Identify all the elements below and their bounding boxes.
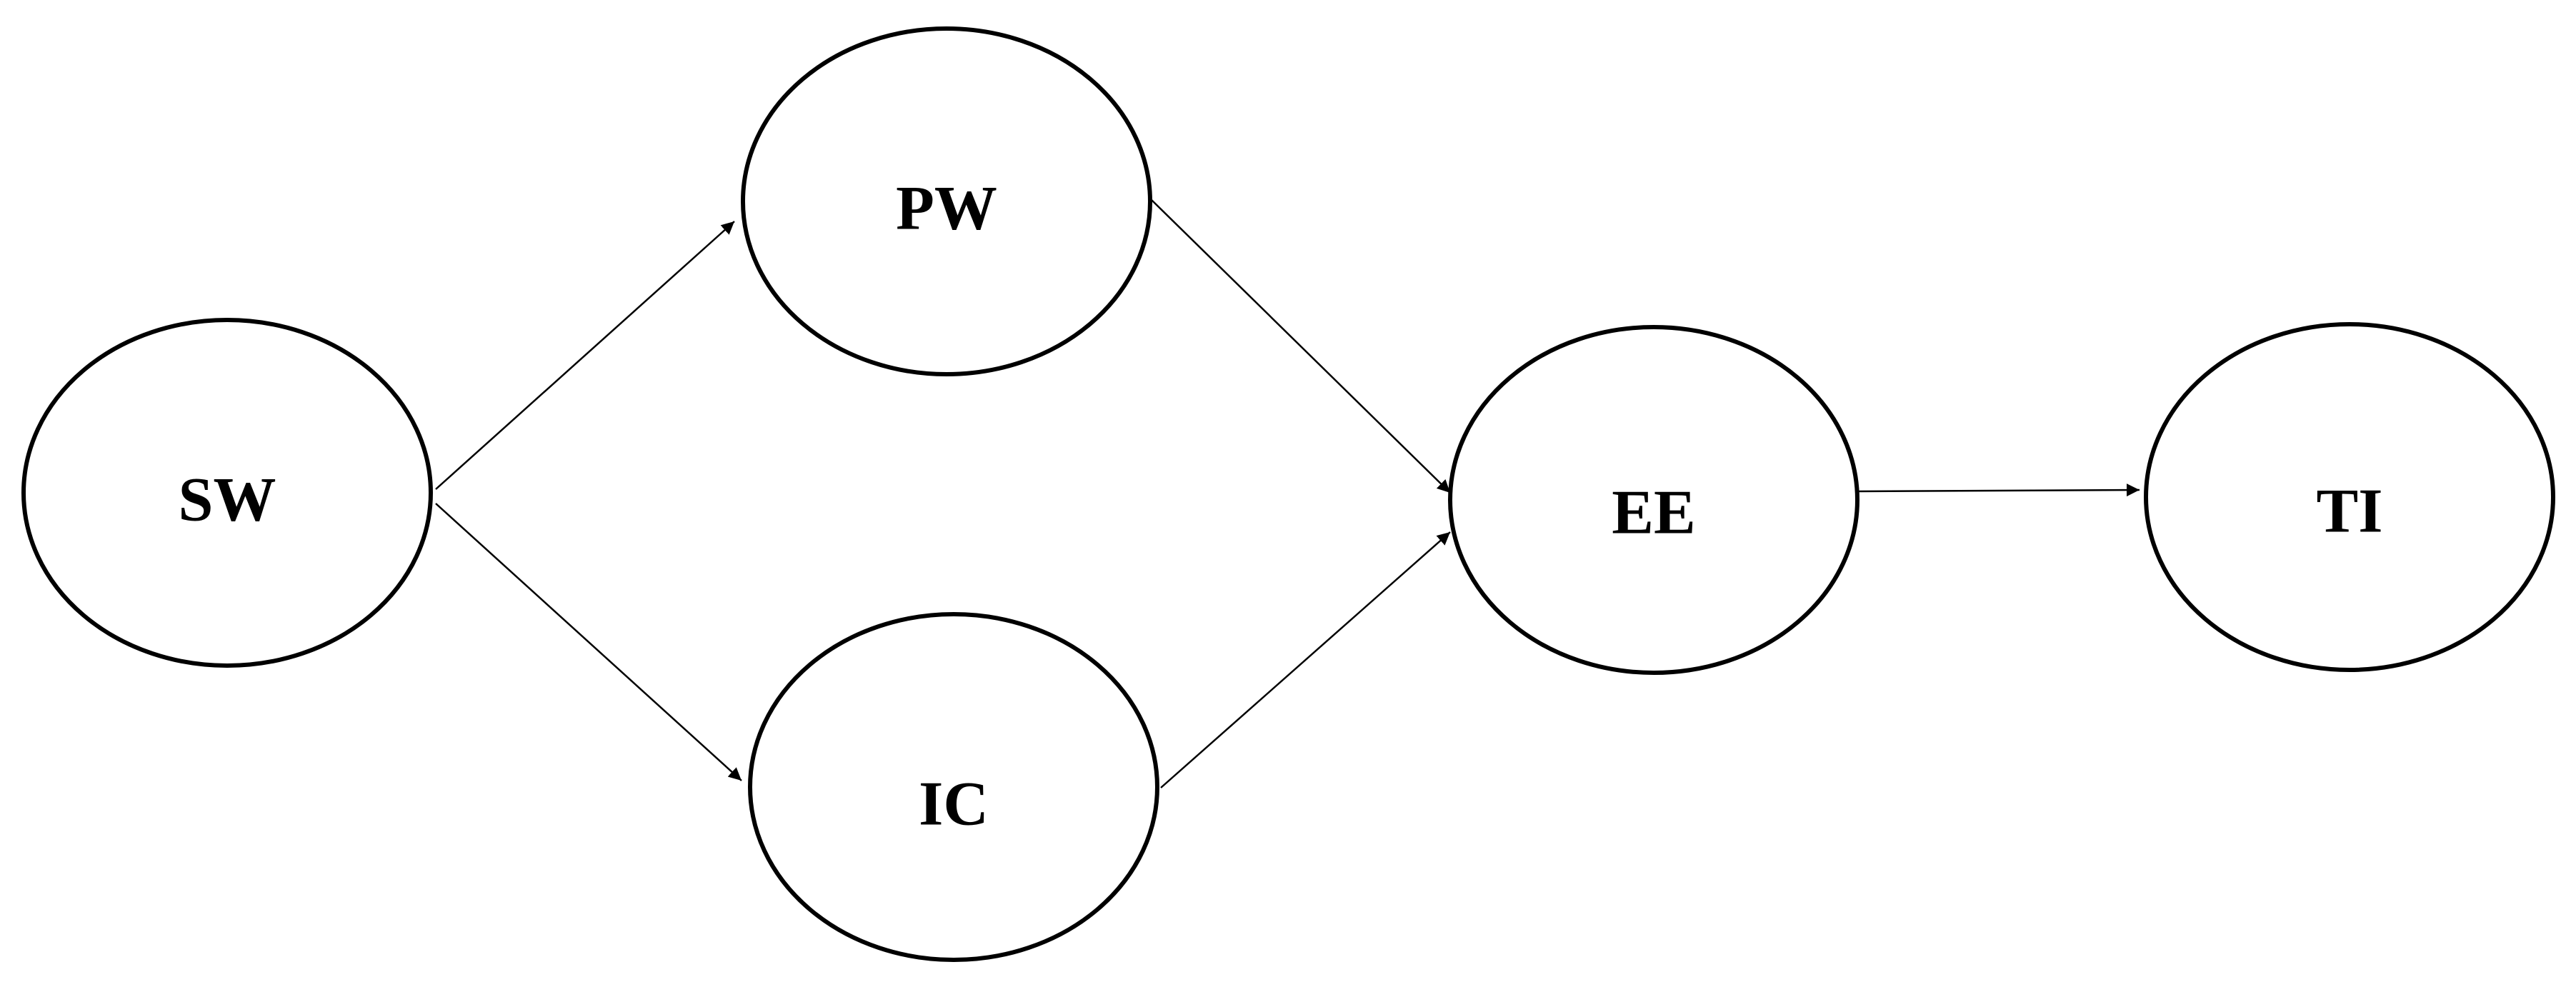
node-ti-ellipse [2144,322,2555,672]
edge-sw-to-pw [435,221,735,490]
node-sw-ellipse [21,318,433,668]
node-ic: IC [748,612,1159,962]
edge-ic-to-ee [1160,531,1451,788]
edges [435,199,2140,788]
node-ti: TI [2144,322,2555,672]
node-ee: EE [1448,325,1859,675]
node-pw-label: PW [896,174,997,244]
node-sw: SW [21,318,433,668]
node-sw-label: SW [179,466,276,535]
node-ee-ellipse [1448,325,1859,675]
edge-ee-to-ti [1857,484,2140,497]
edge-pw-to-ee [1151,199,1451,494]
node-pw-ellipse [741,26,1152,376]
edge-sw-to-ic [435,503,742,781]
node-ic-ellipse [748,612,1159,962]
node-ee-label: EE [1612,479,1695,548]
node-pw: PW [741,26,1152,376]
node-ic-label: IC [919,770,989,839]
node-ti-label: TI [2317,477,2383,546]
